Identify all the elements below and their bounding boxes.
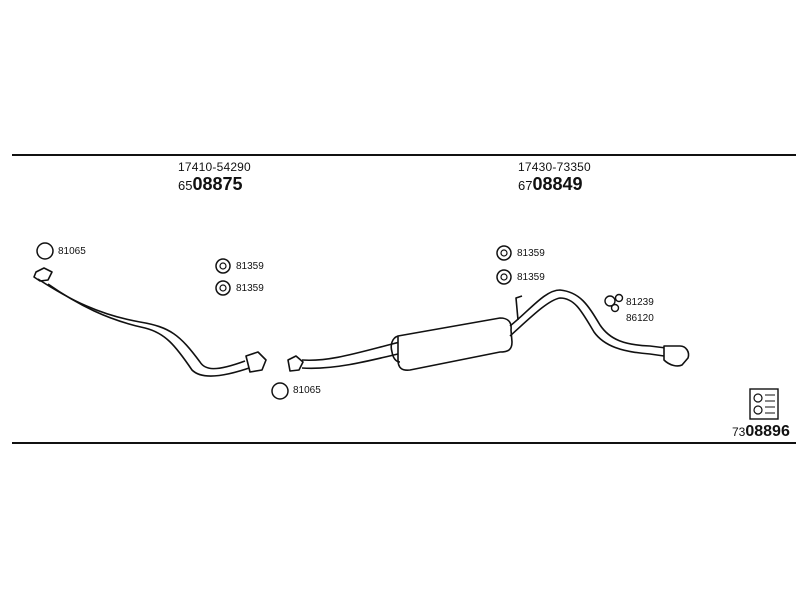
label-gasket: 81359 — [517, 248, 545, 259]
label-hanger: 81239 — [626, 297, 654, 308]
gasket-icon — [215, 258, 231, 274]
clamp-ring-icon — [271, 382, 289, 400]
catalog-code: 6508875 — [178, 174, 243, 194]
top-divider-line — [12, 154, 796, 156]
gasket-icon — [496, 269, 512, 285]
label-gasket: 81359 — [236, 261, 264, 272]
center-pipe-muffler — [287, 289, 690, 372]
catalog-code: 6708849 — [518, 174, 583, 194]
group-front-pipe: 17410-54290 6508875 — [178, 160, 251, 196]
label-gasket: 81359 — [517, 272, 545, 283]
bottom-divider-line — [12, 442, 796, 444]
label-gasket: 81359 — [236, 283, 264, 294]
label-hanger: 86120 — [626, 313, 654, 324]
group-rear-section: 17430-73350 6708849 — [518, 160, 591, 196]
part-number: 17430-73350 — [518, 160, 591, 174]
label-clamp: 81065 — [58, 246, 86, 257]
front-pipe — [33, 267, 267, 377]
kit-code: 7308896 — [732, 423, 790, 440]
part-number: 17410-54290 — [178, 160, 251, 174]
label-clamp: 81065 — [293, 385, 321, 396]
gasket-icon — [496, 245, 512, 261]
kit-symbol-icon — [749, 388, 779, 420]
gasket-icon — [215, 280, 231, 296]
clamp-ring-icon — [36, 242, 54, 260]
rubber-hanger-icon — [604, 293, 624, 313]
